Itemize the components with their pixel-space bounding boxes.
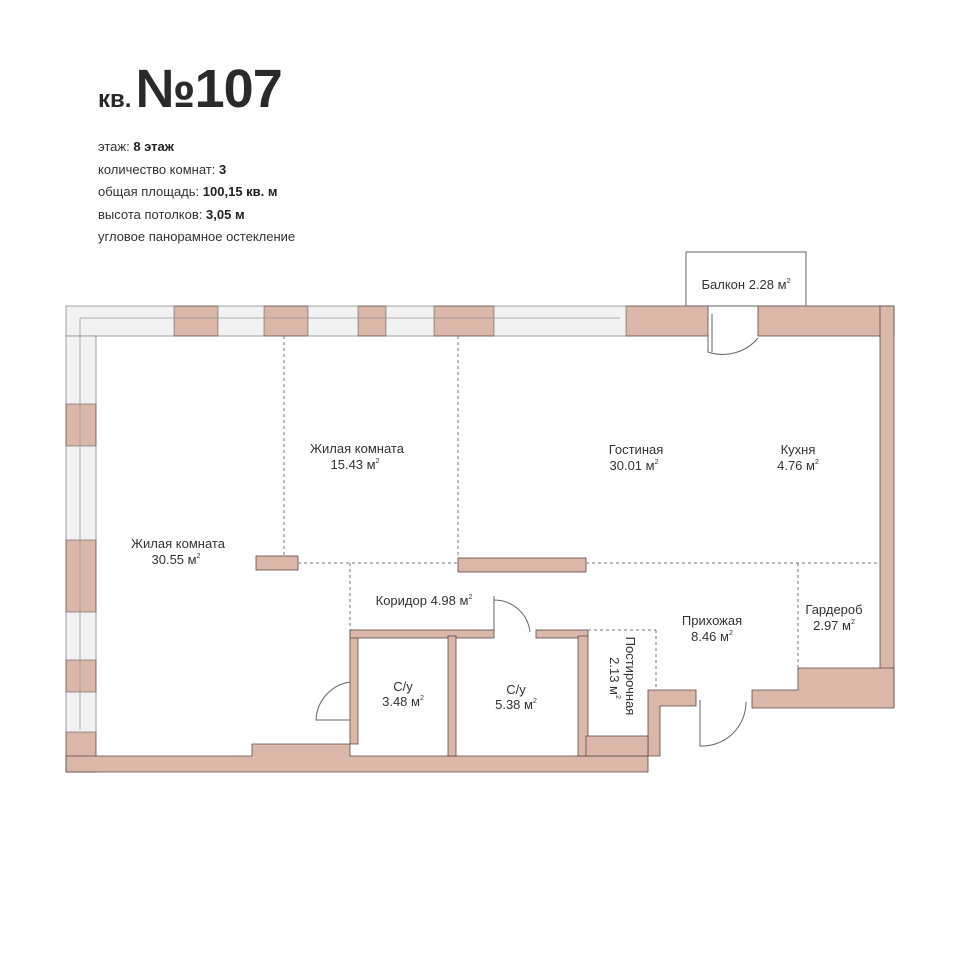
balcony-name: Балкон 2.28 м2 (702, 277, 791, 292)
bedroom-small-area: 15.43 м2 (331, 457, 380, 472)
spec-glazing: угловое панорамное остекление (98, 229, 296, 244)
laundry-area: 2.13 м2 (607, 657, 622, 699)
spec-rooms: количество комнат: 3 (98, 161, 227, 177)
title-prefix: кв. (98, 86, 132, 113)
balcony (685, 251, 807, 307)
bath1-area: 3.48 м2 (382, 694, 424, 709)
bedroom-large-area: 30.55 м2 (152, 552, 201, 567)
zone-boundaries (283, 336, 880, 690)
bedroom-small-name: Жилая комната (310, 441, 405, 456)
kitchen-name: Кухня (781, 442, 816, 457)
hallway-area: 8.46 м2 (691, 629, 733, 644)
apartment-number: №107 (135, 59, 282, 119)
bath1-name: С/у (393, 679, 413, 694)
apartment-header: кв. №107 этаж: 8 этаж количество комнат:… (98, 62, 295, 249)
bath2-area: 5.38 м2 (495, 697, 537, 712)
living-area: 30.01 м2 (610, 458, 659, 473)
corridor-name: Коридор 4.98 м2 (376, 593, 473, 608)
spec-list: этаж: 8 этаж количество комнат: 3 общая … (98, 136, 295, 249)
laundry-name: Постирочная (623, 637, 638, 716)
bedroom-large-name: Жилая комната (131, 536, 226, 551)
room-labels: Балкон 2.28 м2 Жилая комната 15.43 м2 Го… (131, 277, 863, 715)
spec-ceiling: высота потолков: 3,05 м (98, 206, 245, 222)
windows (65, 305, 627, 733)
wardrobe-name: Гардероб (805, 602, 862, 617)
laundry-label: Постирочная (623, 637, 638, 716)
apartment-title: кв. №107 (98, 62, 295, 116)
spec-floor: этаж: 8 этаж (98, 139, 174, 154)
spec-area: общая площадь: 100,15 кв. м (98, 184, 278, 199)
living-name: Гостиная (609, 442, 664, 457)
laundry-area-label: 2.13 м2 (607, 657, 622, 699)
hallway-name: Прихожая (682, 613, 742, 628)
bath2-name: С/у (506, 682, 526, 697)
doors (315, 314, 759, 747)
wardrobe-area: 2.97 м2 (813, 618, 855, 633)
kitchen-area: 4.76 м2 (777, 458, 819, 473)
